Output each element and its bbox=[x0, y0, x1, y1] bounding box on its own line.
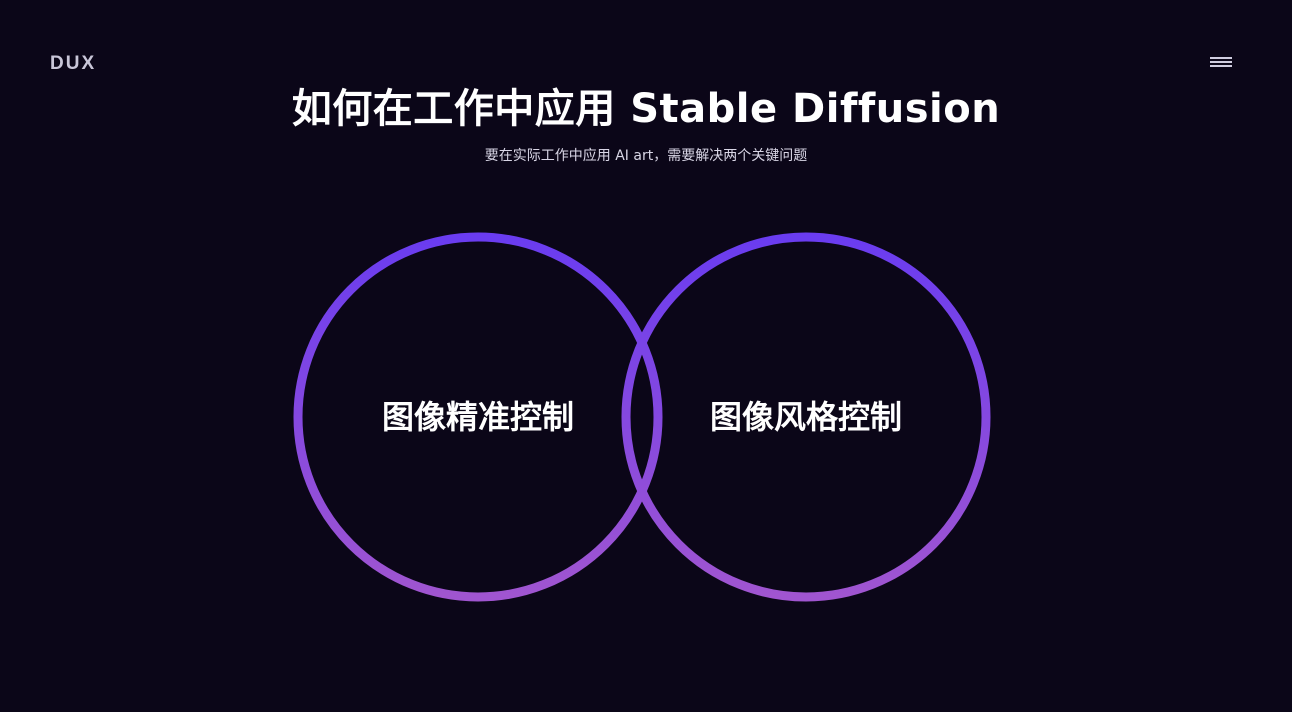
venn-circle-right bbox=[621, 232, 991, 602]
dux-logo[interactable]: DUX bbox=[48, 50, 108, 74]
page-title: 如何在工作中应用 Stable Diffusion bbox=[291, 86, 1001, 132]
page-subtitle: 要在实际工作中应用 AI art，需要解决两个关键问题 bbox=[484, 148, 808, 164]
left-circle-label: 图像精准控制 bbox=[381, 398, 574, 436]
venn-circle-left bbox=[293, 232, 663, 602]
right-circle-label: 图像风格控制 bbox=[709, 398, 902, 436]
hamburger-menu-icon[interactable] bbox=[1204, 50, 1238, 74]
logo-text: DUX bbox=[50, 53, 96, 74]
